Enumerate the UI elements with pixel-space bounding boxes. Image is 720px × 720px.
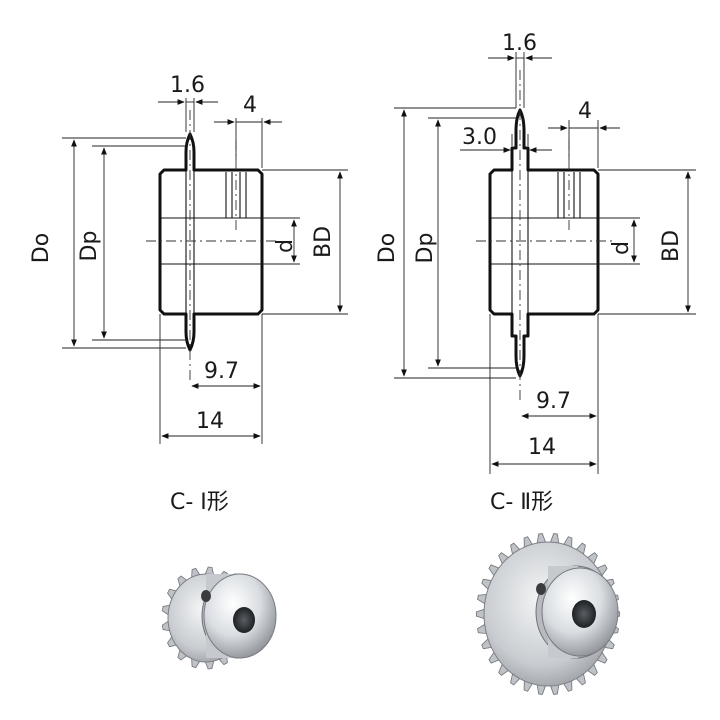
c2-outside-diameter-label: Do bbox=[375, 233, 400, 263]
c1-caption: C- Ⅰ形 bbox=[170, 490, 229, 515]
figure-c1-drawing: 1.6 4 Do Dp d BD 9.7 bbox=[29, 73, 348, 515]
c1-outside-diameter-label: Do bbox=[29, 233, 54, 263]
c1-tooth-width-label: 1.6 bbox=[170, 73, 205, 98]
c1-boss-diameter-label: BD bbox=[311, 226, 336, 258]
c2-set-screw-offset-label: 4 bbox=[578, 99, 592, 124]
c1-product-image bbox=[161, 566, 277, 670]
c2-tooth-width-label: 1.6 bbox=[502, 31, 537, 56]
c1-set-screw-offset-label: 4 bbox=[243, 93, 257, 118]
c2-pitch-diameter-label: Dp bbox=[413, 233, 438, 264]
c1-sprocket-outline bbox=[158, 132, 264, 352]
c2-bore-label: d bbox=[609, 241, 634, 255]
c2-sprocket-teeth bbox=[475, 533, 621, 695]
c1-pitch-diameter-label: Dp bbox=[77, 231, 102, 262]
c2-caption: C- Ⅱ形 bbox=[490, 490, 553, 515]
c2-plate-width-label: 3.0 bbox=[462, 125, 497, 150]
c2-product-image bbox=[475, 533, 621, 695]
c1-hub-length-label: 9.7 bbox=[204, 359, 239, 384]
figure-c2-drawing: 1.6 3.0 4 Do Dp d BD bbox=[375, 31, 696, 515]
c2-boss-diameter-label: BD bbox=[659, 230, 684, 262]
c1-overall-length-label: 14 bbox=[196, 409, 224, 434]
c2-hub-length-label: 9.7 bbox=[536, 389, 571, 414]
c1-bore-label: d bbox=[273, 239, 298, 253]
c2-overall-length-label: 14 bbox=[528, 435, 556, 460]
